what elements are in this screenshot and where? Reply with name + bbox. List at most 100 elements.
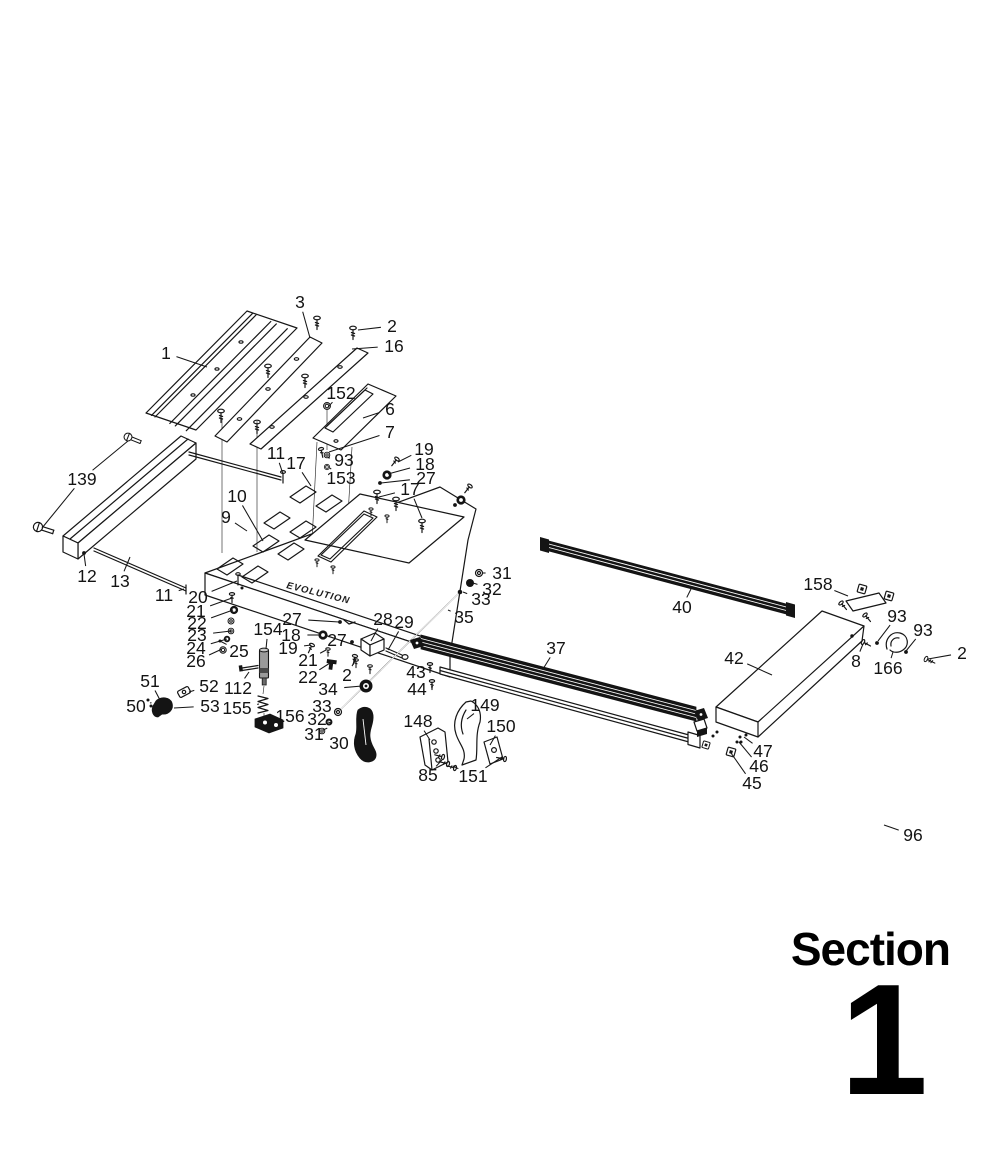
knife-cluster-148-151 xyxy=(350,653,508,772)
leader-line-22-39 xyxy=(319,662,331,671)
part-label-22-23: 22 xyxy=(187,613,206,633)
part-label-139-17: 139 xyxy=(67,469,96,489)
leader-line-31-48 xyxy=(322,727,328,731)
hook-96-shape xyxy=(812,668,961,848)
part-label-33-52: 33 xyxy=(471,589,490,609)
leader-line-25-26 xyxy=(219,640,227,645)
part-label-155-34: 155 xyxy=(222,698,251,718)
part-label-10-15: 10 xyxy=(227,486,247,506)
leader-line-47-70 xyxy=(743,736,753,744)
leader-line-9-16 xyxy=(234,522,248,532)
table-top-shape: EVOLUTION xyxy=(204,485,477,678)
part-label-27-41: 27 xyxy=(327,630,346,650)
leader-line-21-38 xyxy=(319,649,327,654)
rail-139-shape xyxy=(31,431,197,560)
leader-line-21-22 xyxy=(209,597,233,607)
leader-line-40-55 xyxy=(686,588,692,598)
part-label-46-71: 46 xyxy=(749,756,768,776)
leader-line-28-42 xyxy=(370,628,379,642)
part-label-153-8: 153 xyxy=(326,468,355,488)
leader-line-151-63 xyxy=(485,756,503,769)
leader-line-8-67 xyxy=(859,643,864,652)
leader-line-17-13 xyxy=(301,472,312,487)
leader-line-52-30 xyxy=(188,689,195,693)
leader-line-7-6 xyxy=(328,434,380,453)
part-label-18-10: 18 xyxy=(415,454,434,474)
leader-line-53-31 xyxy=(173,706,194,709)
leader-line-12-18 xyxy=(83,553,87,567)
part-label-32-51: 32 xyxy=(482,579,501,599)
hardware-cluster-20-26 xyxy=(218,572,244,654)
part-label-93-65: 93 xyxy=(887,606,906,626)
panel-1-shape xyxy=(145,310,298,432)
leader-line-154-33 xyxy=(265,638,268,650)
part-label-156-35: 156 xyxy=(275,706,304,726)
part-label-151-63: 151 xyxy=(458,766,487,786)
leader-line-18-10 xyxy=(387,467,411,475)
leader-line-93-65 xyxy=(877,624,891,642)
part-label-2-69: 2 xyxy=(957,643,967,663)
part-label-24-25: 24 xyxy=(186,638,206,658)
part-label-93-7: 93 xyxy=(334,450,353,470)
part-label-20-21: 20 xyxy=(188,587,208,607)
leader-line-93-66 xyxy=(905,638,917,652)
leader-line-153-8 xyxy=(329,467,332,470)
part-label-166-68: 166 xyxy=(873,658,902,678)
part-label-148-59: 148 xyxy=(403,711,432,731)
part-label-85-62: 85 xyxy=(418,765,437,785)
leader-line-2-2 xyxy=(357,326,381,331)
part-label-12-18: 12 xyxy=(77,566,96,586)
part-label-8-67: 8 xyxy=(851,651,861,671)
part-label-45-72: 45 xyxy=(742,773,761,793)
part-label-23-24: 23 xyxy=(187,625,206,645)
part-label-1-0: 1 xyxy=(161,343,171,363)
section-number: 1 xyxy=(840,952,928,1128)
leader-line-156-35 xyxy=(271,720,275,723)
leader-line-151-63 xyxy=(452,765,459,770)
part-label-30-49: 30 xyxy=(329,733,349,753)
leader-line-166-68 xyxy=(890,651,894,659)
leader-line-112-32 xyxy=(244,671,250,679)
part-label-31-50: 31 xyxy=(492,563,511,583)
part-label-2-44: 2 xyxy=(342,665,352,685)
leader-line-34-45 xyxy=(344,685,363,689)
leader-line-24-25 xyxy=(210,638,228,645)
rod-35-shape xyxy=(318,568,484,735)
leader-line-45-72 xyxy=(730,752,746,775)
part-label-19-9: 19 xyxy=(414,439,433,459)
part-label-149-60: 149 xyxy=(470,695,499,715)
part-label-22-39: 22 xyxy=(298,667,317,687)
leader-line-33-46 xyxy=(335,710,338,713)
part-label-34-45: 34 xyxy=(318,679,338,699)
leader-line-11-12 xyxy=(278,462,284,475)
part-label-52-30: 52 xyxy=(199,676,218,696)
leader-line-19-9 xyxy=(397,454,412,463)
leader-line-2-69 xyxy=(927,654,952,660)
part-label-27-40: 27 xyxy=(282,609,301,629)
part-label-27-11: 27 xyxy=(416,468,435,488)
leader-line-35-53 xyxy=(447,609,451,612)
leader-line-30-49 xyxy=(354,738,358,741)
hardware-cluster-45-47 xyxy=(693,718,742,758)
leader-line-32-47 xyxy=(327,721,333,724)
part-label-50-29: 50 xyxy=(126,696,146,716)
leader-line-33-52 xyxy=(462,591,468,595)
part-label-150-61: 150 xyxy=(486,716,515,736)
parts-112-154-155-156 xyxy=(238,647,284,734)
board-42-shape xyxy=(715,610,865,744)
leader-line-17-14 xyxy=(413,498,423,519)
leader-line-139-17 xyxy=(92,440,129,471)
leader-line-51-28 xyxy=(154,690,161,701)
leader-line-32-51 xyxy=(472,582,478,585)
leader-line-17-14 xyxy=(378,492,396,498)
leader-line-139-17 xyxy=(41,488,75,529)
leader-line-20-21 xyxy=(211,580,238,592)
part-label-29-43: 29 xyxy=(394,612,413,632)
part-label-44-58: 44 xyxy=(407,679,427,699)
part-label-17-14: 17 xyxy=(400,479,419,499)
part-label-18-36: 18 xyxy=(281,625,300,645)
part-label-47-70: 47 xyxy=(753,741,772,761)
rod-13-shape xyxy=(93,547,187,595)
